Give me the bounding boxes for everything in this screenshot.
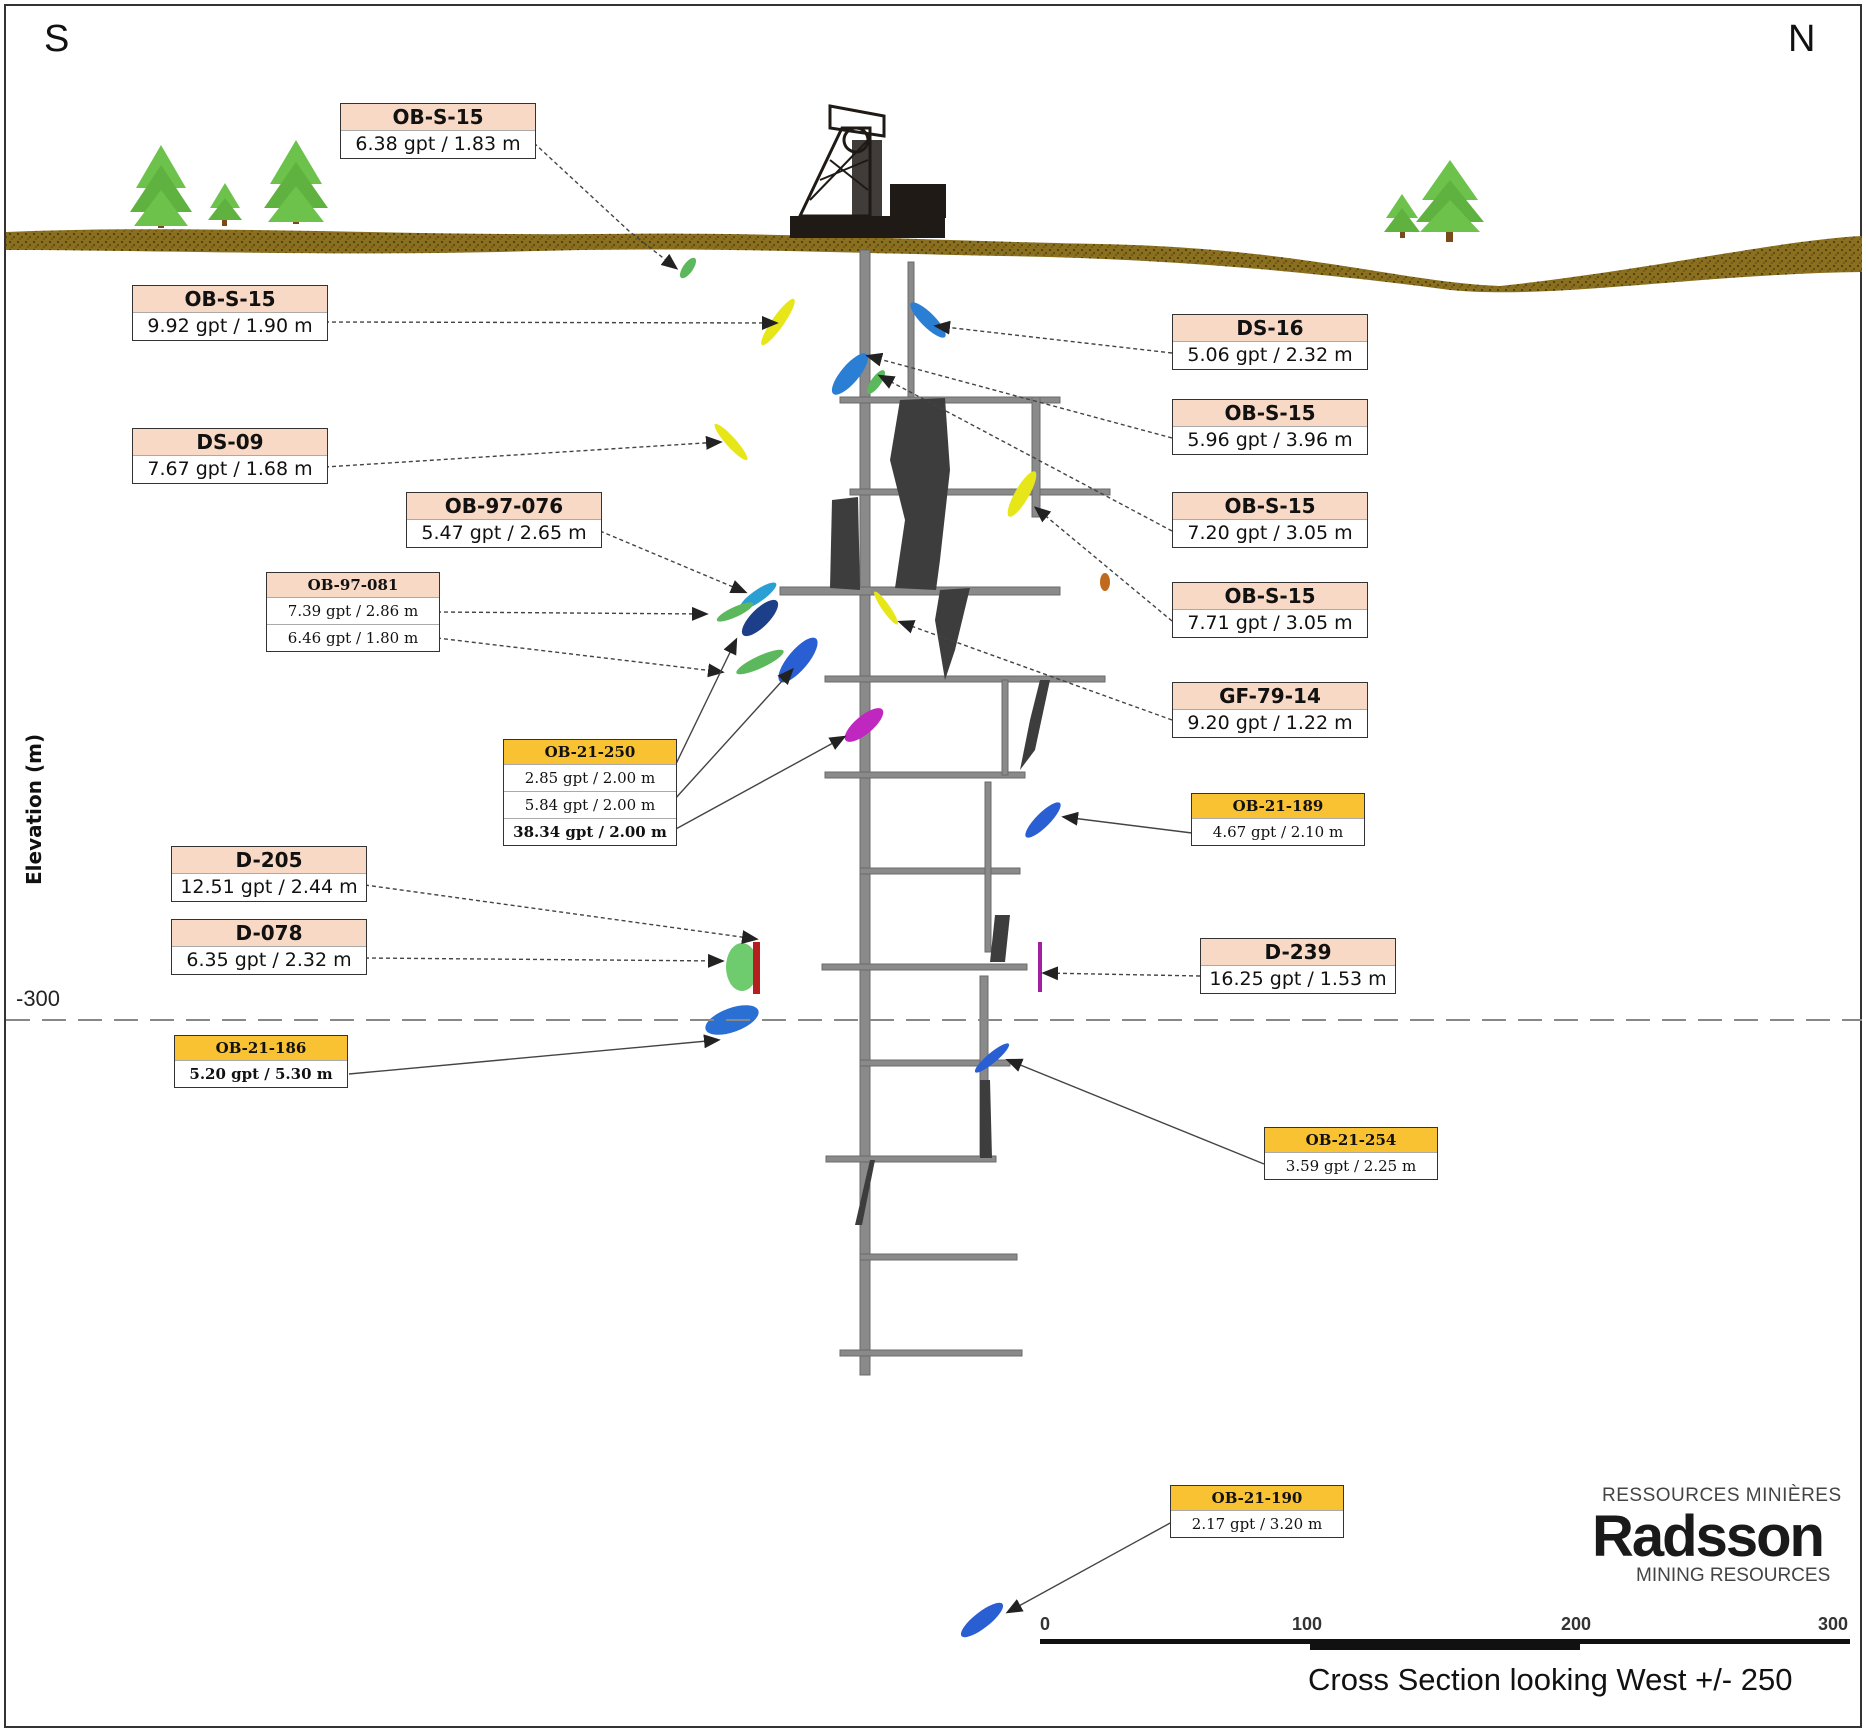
logo-line2: MINING RESOURCES (1636, 1565, 1831, 1586)
scale-bar (1040, 1639, 1850, 1650)
grade-width-value: 7.20 gpt / 3.05 m (1173, 519, 1367, 547)
figure-frame (4, 4, 1862, 1728)
hole-id: OB-S-15 (133, 286, 327, 312)
grade-width-value: 6.35 gpt / 2.32 m (172, 946, 366, 974)
tree-icon (130, 145, 192, 228)
scale-tick-200: 200 (1561, 1614, 1592, 1634)
grade-width-value: 16.25 gpt / 1.53 m (1201, 965, 1395, 993)
hole-id: OB-S-15 (1173, 400, 1367, 426)
tree-icon (264, 140, 328, 224)
compass-south: S (44, 18, 70, 60)
grade-width-value: 7.67 gpt / 1.68 m (133, 455, 327, 483)
tree-icon (1416, 160, 1484, 242)
hole-id: DS-16 (1173, 315, 1367, 341)
hole-id: OB-97-081 (267, 573, 439, 597)
hole-id: D-078 (172, 920, 366, 946)
grade-width-value: 38.34 gpt / 2.00 m (504, 818, 676, 845)
grade-width-value: 5.20 gpt / 5.30 m (175, 1060, 347, 1087)
company-logo: RESSOURCES MINIÈRES Radsson MINING RESOU… (1580, 1485, 1860, 1595)
hole-id: OB-21-189 (1192, 794, 1364, 818)
level-label: -300 (16, 986, 61, 1011)
ground-surface (6, 229, 1862, 293)
hole-id: GF-79-14 (1173, 683, 1367, 709)
hole-id: OB-S-15 (341, 104, 535, 130)
axis-title: Elevation (m) (22, 733, 46, 885)
hole-id: OB-21-190 (1171, 1486, 1343, 1510)
grade-width-value: 3.59 gpt / 2.25 m (1265, 1152, 1437, 1179)
hole-id: OB-S-15 (1173, 493, 1367, 519)
scale-tick-100: 100 (1292, 1614, 1323, 1634)
grade-width-value: 5.84 gpt / 2.00 m (504, 791, 676, 818)
hole-id: OB-S-15 (1173, 583, 1367, 609)
grade-width-value: 2.17 gpt / 3.20 m (1171, 1510, 1343, 1537)
grade-width-value: 12.51 gpt / 2.44 m (172, 873, 366, 901)
logo-name: Radsson (1592, 1504, 1825, 1569)
grade-width-value: 7.71 gpt / 3.05 m (1173, 609, 1367, 637)
grade-width-value: 9.20 gpt / 1.22 m (1173, 709, 1367, 737)
hole-id: OB-97-076 (407, 493, 601, 519)
grade-width-value: 5.47 gpt / 2.65 m (407, 519, 601, 547)
headframe-icon (790, 104, 946, 238)
figure-caption: Cross Section looking West +/- 250 (1308, 1662, 1793, 1697)
compass-north: N (1788, 18, 1816, 60)
logo-line1: RESSOURCES MINIÈRES (1602, 1485, 1842, 1506)
hole-id: OB-21-254 (1265, 1128, 1437, 1152)
hole-id: D-205 (172, 847, 366, 873)
hole-id: OB-21-186 (175, 1036, 347, 1060)
tree-icon (208, 183, 242, 226)
grade-width-value: 5.06 gpt / 2.32 m (1173, 341, 1367, 369)
grade-width-value: 9.92 gpt / 1.90 m (133, 312, 327, 340)
hole-id: D-239 (1201, 939, 1395, 965)
ore-body (830, 398, 1050, 1225)
grade-width-value: 6.38 gpt / 1.83 m (341, 130, 535, 158)
leader-lines (324, 142, 1265, 1614)
scale-tick-300: 300 (1818, 1614, 1849, 1634)
hole-id: DS-09 (133, 429, 327, 455)
grade-width-value: 7.39 gpt / 2.86 m (267, 597, 439, 624)
scale-tick-0: 0 (1040, 1614, 1051, 1634)
grade-width-value: 4.67 gpt / 2.10 m (1192, 818, 1364, 845)
grade-width-value: 6.46 gpt / 1.80 m (267, 624, 439, 651)
hole-id: OB-21-250 (504, 740, 676, 764)
grade-width-value: 5.96 gpt / 3.96 m (1173, 426, 1367, 454)
grade-width-value: 2.85 gpt / 2.00 m (504, 764, 676, 791)
tree-icon (1384, 194, 1420, 238)
